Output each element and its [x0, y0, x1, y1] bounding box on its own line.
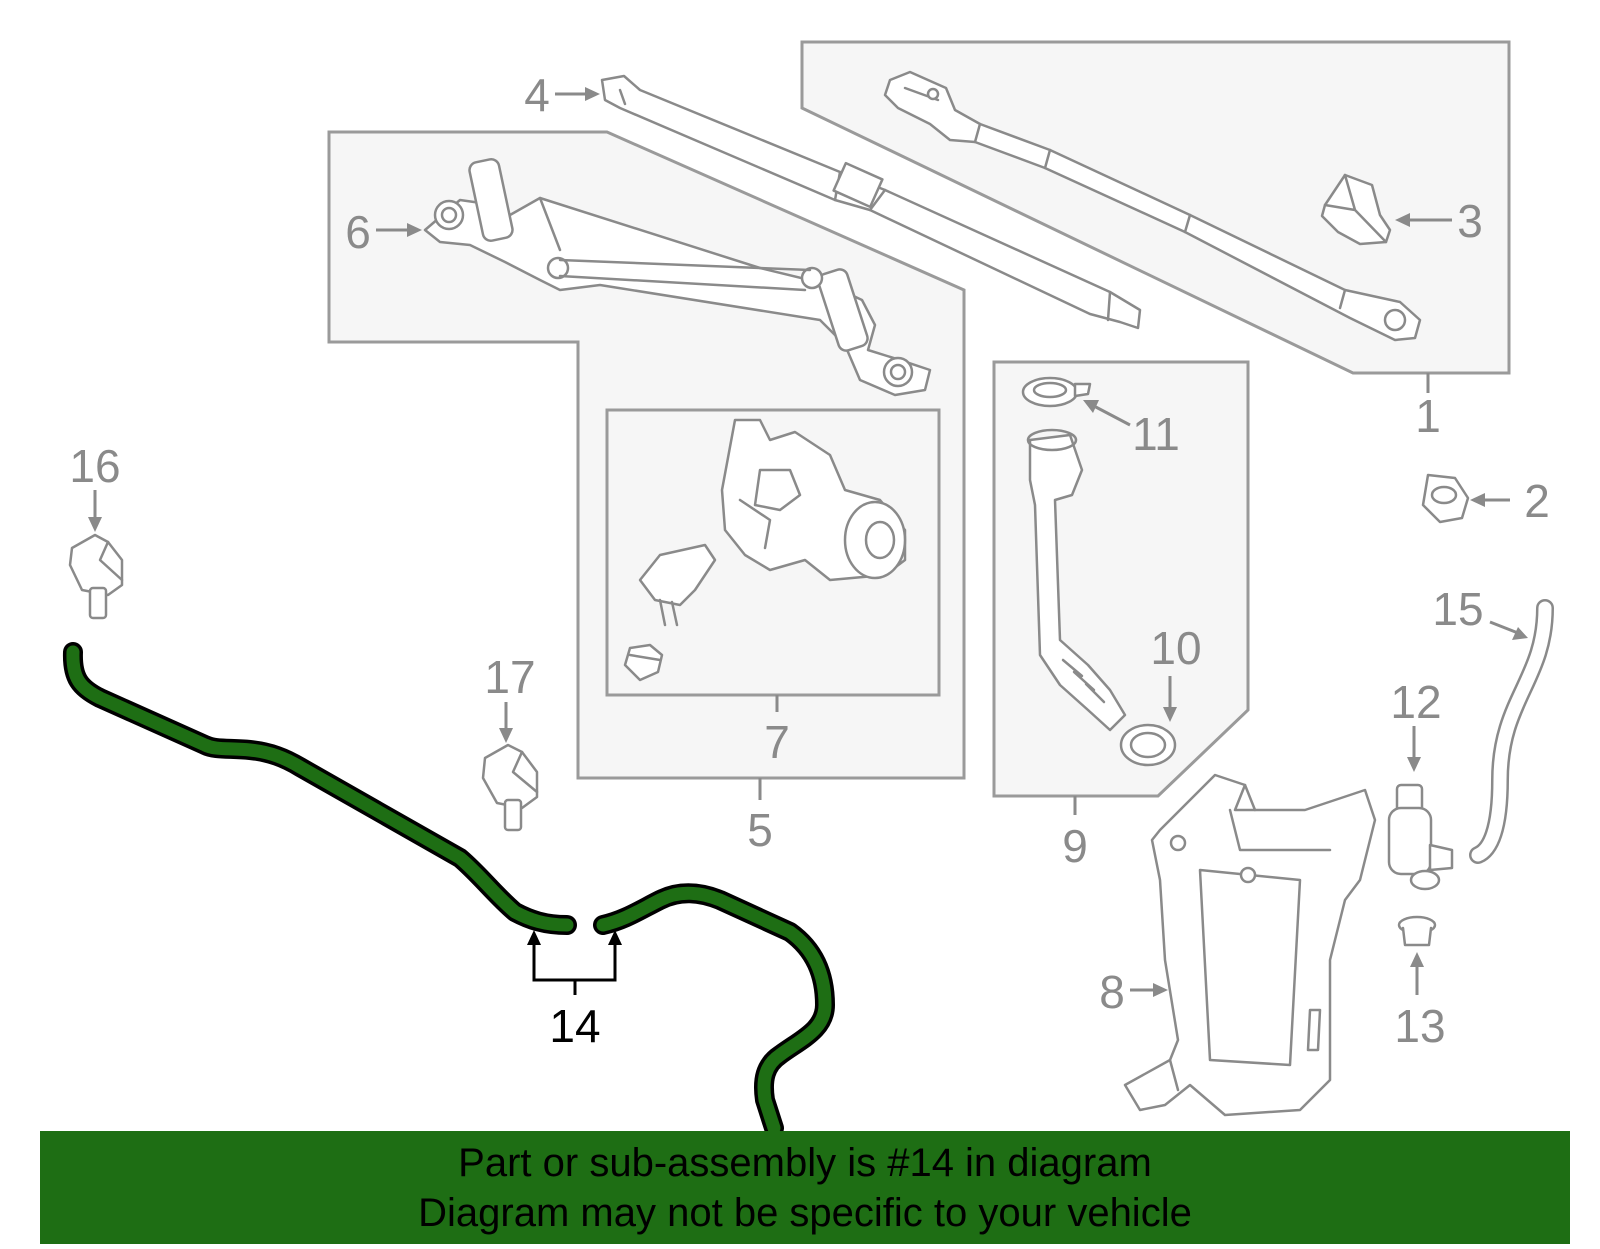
arrow-13: [1410, 952, 1424, 967]
callout-17: 17: [484, 651, 535, 703]
arrow-11: [1083, 400, 1099, 413]
hose-14-right: [596, 886, 832, 1135]
hose-15-inner: [1471, 601, 1552, 862]
arrow-14-left: [527, 930, 541, 945]
arrow-6: [407, 223, 422, 237]
callout-11: 11: [1132, 408, 1180, 460]
leader-15: [1489, 620, 1519, 635]
leader-14: [532, 940, 617, 995]
group-box-9: [992, 360, 1250, 798]
callout-14: 14: [549, 1000, 600, 1052]
banner-line-2: Diagram may not be specific to your vehi…: [418, 1190, 1192, 1235]
wiper-arm-1: [883, 70, 1422, 342]
wiper-linkage-6: [423, 157, 932, 397]
callout-5: 5: [747, 804, 773, 856]
washer-hose-14: [62, 642, 835, 1138]
arrow-14-right: [608, 930, 622, 945]
callout-13: 13: [1394, 1000, 1445, 1052]
arrow-10: [1163, 707, 1177, 722]
arrow-8: [1153, 983, 1168, 997]
arrow-17: [499, 728, 513, 743]
arrow-15: [1512, 627, 1528, 640]
banner-line-1: Part or sub-assembly is #14 in diagram: [458, 1140, 1152, 1185]
callout-8: 8: [1099, 966, 1125, 1018]
wiper-blade-4: [600, 74, 1142, 330]
arrow-12: [1407, 757, 1421, 772]
callout-1: 1: [1415, 390, 1441, 442]
callout-12: 12: [1390, 676, 1441, 728]
callout-16: 16: [69, 440, 120, 492]
pivot-cap-3: [1320, 173, 1392, 246]
arrow-2: [1470, 493, 1485, 507]
callout-4: 4: [524, 69, 550, 121]
washer-reservoir-8: [1123, 773, 1377, 1117]
callout-6: 6: [345, 206, 371, 258]
callout-2: 2: [1524, 475, 1550, 527]
hose-14-left: [66, 645, 574, 932]
leader-11: [1091, 403, 1131, 427]
arrow-3: [1395, 213, 1410, 227]
callout-3: 3: [1457, 195, 1483, 247]
washer-nozzle-17: [481, 743, 539, 832]
arrow-16: [88, 517, 102, 532]
callout-9: 9: [1062, 820, 1088, 872]
callout-10: 10: [1150, 622, 1201, 674]
seal-10: [1119, 723, 1177, 767]
nut-2: [1421, 473, 1470, 524]
filler-neck-tube: [1026, 428, 1127, 732]
arrow-4: [585, 87, 600, 101]
callout-15: 15: [1432, 583, 1483, 635]
info-banner: Part or sub-assembly is #14 in diagram D…: [40, 1131, 1570, 1244]
wiper-motor-7: [623, 418, 907, 682]
grommet-13: [1397, 915, 1437, 947]
washer-pump-12: [1387, 783, 1454, 891]
filler-cap-11: [1021, 376, 1092, 408]
washer-nozzle-16: [68, 533, 124, 620]
callout-7: 7: [764, 716, 790, 768]
